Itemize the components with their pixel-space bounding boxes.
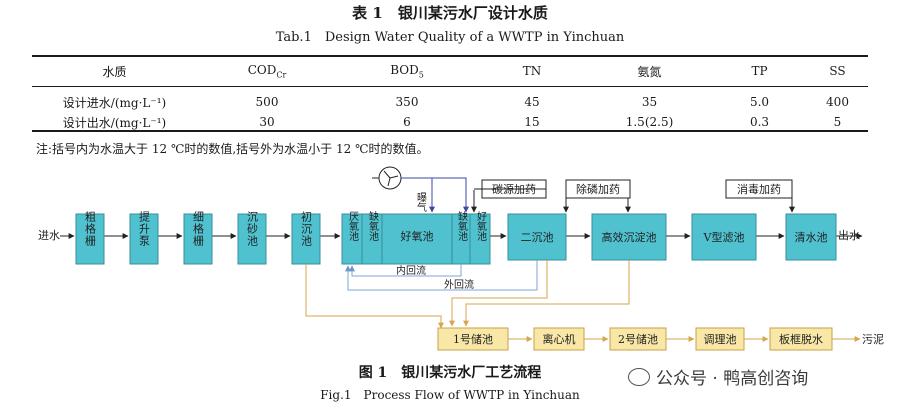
unit-label: 高效沉淀池 — [602, 230, 657, 244]
col-header: SS — [829, 64, 846, 78]
internal-recycle-line — [349, 264, 462, 277]
unit-primary-clarifier — [291, 213, 321, 265]
sludge-filter-press — [769, 327, 833, 351]
watermark: 公众号 · 鸭高创咨询 — [628, 364, 808, 389]
unit-label: 提升泵 — [138, 211, 151, 247]
unit-label: 好氧池 — [475, 211, 487, 241]
table-header-row: 水质 CODCr BOD5 TN 氨氮 TP SS — [32, 56, 868, 86]
unit-secondary-clarifier — [507, 213, 567, 261]
svg-text:消毒加药: 消毒加药 — [737, 182, 781, 196]
chem-disinfection-box: 消毒加药 — [725, 179, 793, 199]
unit-label: 缺氧池 — [367, 210, 379, 241]
watermark-text: 公众号 · 鸭高创咨询 — [656, 369, 809, 389]
table-row: 设计进水/(mg·L⁻¹) 500 350 45 35 5.0 400 — [62, 95, 849, 110]
unit-label: V型滤池 — [703, 230, 745, 244]
unit-label: 厌氧池 — [347, 211, 359, 241]
unit-label: 板框脱水 — [779, 332, 823, 346]
unit-label: 缺氧池 — [456, 210, 468, 241]
blower-icon — [372, 166, 402, 190]
col-header: TP — [751, 64, 768, 78]
unit-label: 2号储池 — [618, 332, 658, 346]
internal-recycle-label: 内回流 — [396, 264, 426, 277]
unit-label: 调理池 — [704, 333, 737, 346]
outlet-label: 出水 — [838, 228, 860, 242]
unit-label: 初沉池 — [300, 210, 313, 247]
unit-lift-pump — [129, 213, 159, 265]
table-top-rule — [32, 55, 868, 57]
table-bottom-rule — [32, 130, 868, 132]
unit-label: 粗格栅 — [84, 211, 97, 247]
unit-clear-well — [785, 213, 837, 261]
figure-caption: 图 1 银川某污水厂工艺流程 — [358, 365, 542, 381]
unit-coarse-screen — [75, 213, 105, 265]
unit-label: 沉砂池 — [246, 211, 259, 247]
unit-label: 细格栅 — [192, 211, 205, 247]
table-subtitle: Tab.1 Design Water Quality of a WWTP in … — [275, 30, 625, 45]
chem-phosphorus-box: 除磷加药 — [565, 179, 631, 199]
table-mid-rule — [32, 86, 868, 87]
table-note: 注:括号内为水温大于 12 ℃时的数值,括号外为水温小于 12 ℃时的数值。 — [36, 142, 429, 156]
unit-label: 1号储池 — [453, 332, 493, 346]
col-header: BOD5 — [390, 62, 424, 80]
figure-caption-en: Fig.1 Process Flow of WWTP in Yinchuan — [320, 388, 580, 402]
unit-label: 清水池 — [795, 231, 828, 244]
table-title: 表 1 银川某污水厂设计水质 — [352, 4, 548, 22]
water-quality-table: 水质 CODCr BOD5 TN 氨氮 TP SS 设计进水/(mg·L⁻¹) … — [32, 56, 868, 132]
external-recycle-label: 外回流 — [444, 278, 474, 291]
svg-text:除磷加药: 除磷加药 — [576, 182, 620, 196]
sludge-centrifuge — [533, 327, 585, 351]
external-recycle-line — [345, 260, 538, 291]
unit-v-filter — [691, 213, 757, 261]
table-row: 设计出水/(mg·L⁻¹) 30 6 15 1.5(2.5) 0.3 5 — [62, 115, 842, 130]
wechat-icon — [628, 368, 650, 386]
sludge-conditioning — [695, 327, 745, 351]
unit-aerobic-2 — [469, 213, 491, 265]
sludge-out-label: 污泥 — [862, 333, 884, 346]
col-header: 水质 — [102, 64, 127, 79]
unit-label: 二沉池 — [521, 231, 554, 244]
sludge-tank-1 — [437, 327, 509, 351]
inlet-label: 进水 — [38, 229, 60, 242]
unit-grit-chamber — [237, 213, 267, 265]
col-header: CODCr — [247, 62, 287, 80]
unit-fine-screen — [183, 213, 213, 265]
unit-high-efficiency-clarifier — [591, 213, 667, 261]
sludge-tank-2 — [609, 327, 667, 351]
unit-label: 离心机 — [543, 332, 576, 346]
sludge-lines — [305, 260, 861, 342]
blower-label: 曝气 — [415, 192, 427, 212]
unit-label: 好氧池 — [401, 229, 434, 243]
col-header: 氨氮 — [637, 64, 662, 79]
col-header: TN — [522, 64, 542, 78]
